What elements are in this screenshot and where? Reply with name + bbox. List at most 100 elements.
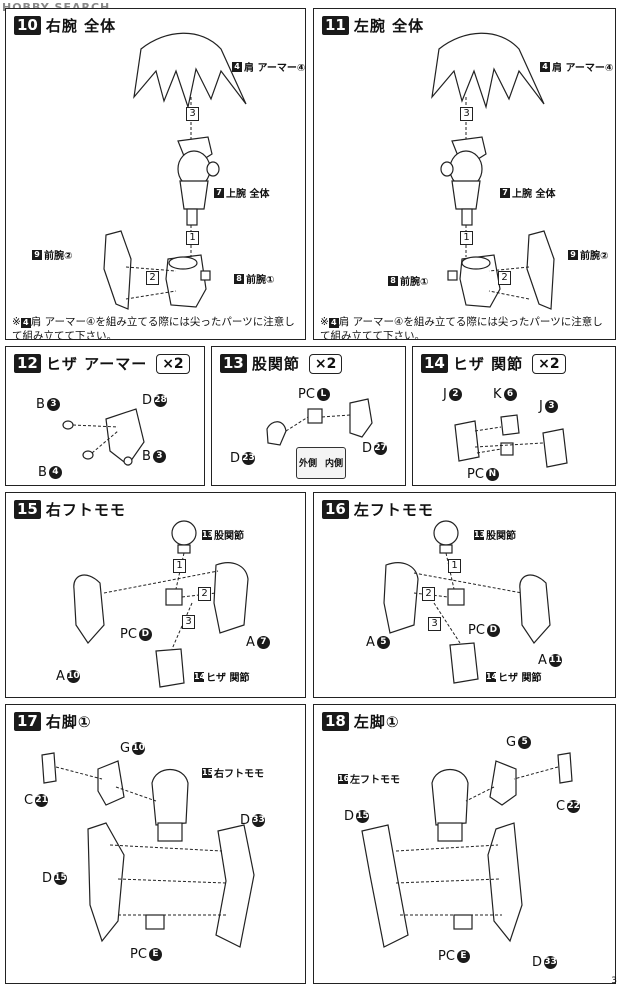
inner-side-label: 内側 xyxy=(324,459,343,469)
step-15-header: 15 右フトモモ xyxy=(14,499,126,520)
shoulder-armor-shape xyxy=(133,32,247,110)
step-number: 17 xyxy=(14,712,41,731)
step-number: 15 xyxy=(14,500,41,519)
step-12-diagram xyxy=(62,408,145,466)
step-11-header: 11 左腕 全体 xyxy=(322,15,424,36)
quantity-badge: ×2 xyxy=(156,353,190,374)
outer-side-label: 外側 xyxy=(299,459,318,469)
step-11-diagram xyxy=(431,32,555,310)
step-title: ヒザ 関節 xyxy=(452,355,524,373)
quantity-badge: ×2 xyxy=(532,353,566,374)
step-title: 右フトモモ xyxy=(45,501,126,519)
step-title: 左脚① xyxy=(353,713,400,731)
step-14-header: 14 ヒザ 関節 ×2 xyxy=(421,353,566,374)
step-title: 股関節 xyxy=(251,355,300,373)
step-title: 右腕 全体 xyxy=(45,17,117,35)
order-2-box: 2 xyxy=(146,271,159,285)
order-3-box: 3 xyxy=(182,615,195,629)
step-number: 11 xyxy=(322,16,349,35)
step-17-header: 17 右脚① xyxy=(14,711,92,732)
step-10-header: 10 右腕 全体 xyxy=(14,15,116,36)
step-number: 14 xyxy=(421,354,448,373)
step-16-header: 16 左フトモモ xyxy=(322,499,434,520)
page-number: 3 xyxy=(611,976,617,986)
quantity-badge: ×2 xyxy=(308,353,343,374)
step-17-diagram xyxy=(41,752,255,948)
order-3-box: 3 xyxy=(428,617,441,631)
step-number: 12 xyxy=(14,354,41,373)
order-1-box: 1 xyxy=(448,559,461,573)
order-2-box: 2 xyxy=(422,587,435,601)
step-title: 右脚① xyxy=(45,713,92,731)
step-number: 18 xyxy=(322,712,349,731)
step-18-header: 18 左脚① xyxy=(322,711,400,732)
step-16-diagram xyxy=(383,520,551,684)
order-1-box: 1 xyxy=(460,231,473,245)
order-2-box: 2 xyxy=(198,587,211,601)
step-18-diagram xyxy=(361,752,573,948)
step-15-diagram xyxy=(73,520,249,688)
step-14-diagram xyxy=(454,414,568,468)
order-1-box: 1 xyxy=(173,559,186,573)
step-title: 左フトモモ xyxy=(353,501,434,519)
step-13-header: 13 股関節 ×2 xyxy=(220,353,343,374)
step-number: 10 xyxy=(14,16,41,35)
step-title: 左腕 全体 xyxy=(353,17,425,35)
step-12-header: 12 ヒザ アーマー ×2 xyxy=(14,353,190,374)
step-title: ヒザ アーマー xyxy=(45,355,148,373)
orientation-inset: 外側 内側 xyxy=(296,447,346,479)
order-3-box: 3 xyxy=(460,107,473,121)
order-2-box: 2 xyxy=(498,271,511,285)
step-number: 16 xyxy=(322,500,349,519)
